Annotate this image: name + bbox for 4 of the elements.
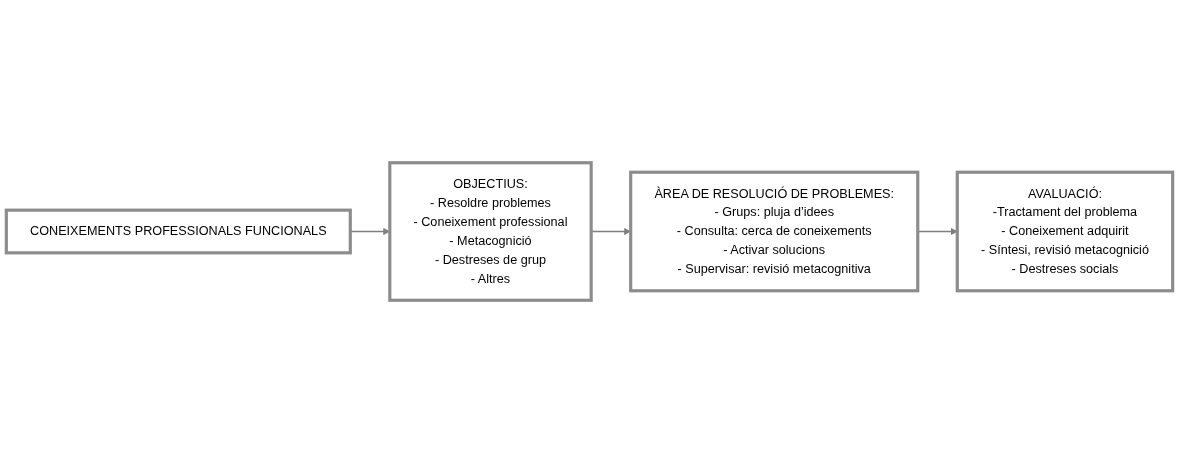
- node-box: AVALUACIÓ: -Tractament del problema - Coneixement adquirit - Síntesi, revisió metacognició - Destreses socials: [955, 170, 1175, 293]
- node-box: CONEIXEMENTS PROFESSIONALS FUNCIONALS: [4, 208, 352, 255]
- node-box: ÀREA DE RESOLUCIÓ DE PROBLEMES: - Grups: pluja d’idees - Consulta: cerca de coneixements - Activar solucions - Supervisar: revisió metacognitiva: [629, 170, 920, 293]
- node-box: OBJECTIUS: - Resoldre problemes - Coneixement professional - Metacognició - Destreses de grup - Altres: [388, 161, 593, 302]
